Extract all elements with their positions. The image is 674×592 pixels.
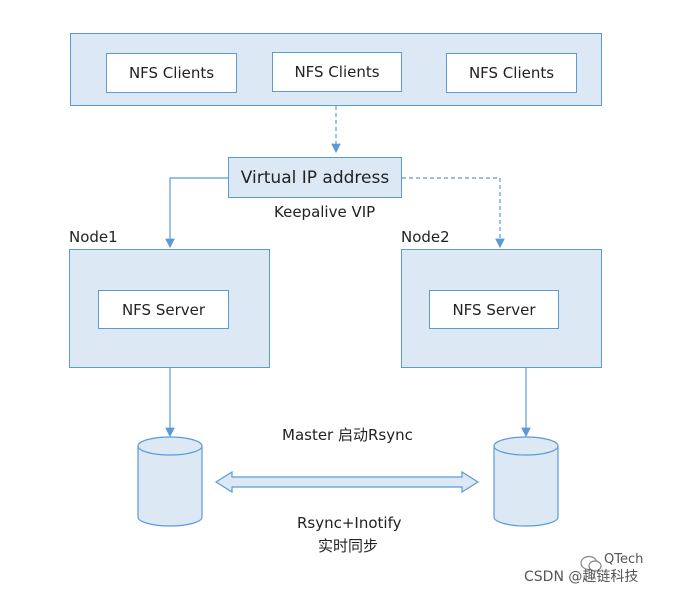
nfs-client-box-1: NFS Clients — [106, 53, 237, 93]
vip-caption: Keepalive VIP — [274, 203, 376, 221]
watermark-text: CSDN @趣链科技 — [524, 569, 639, 585]
storage-cylinder-2 — [493, 436, 559, 527]
nfs-client-box-2: NFS Clients — [272, 52, 402, 92]
storage-cylinder-1 — [137, 436, 203, 527]
virtual-ip-box: Virtual IP address — [228, 157, 402, 198]
node2-title: Node2 — [401, 228, 450, 246]
sync-double-arrow — [214, 470, 480, 494]
watermark-logo-text: QTech — [604, 552, 644, 567]
vip-to-node2-arrow — [402, 177, 505, 249]
node2-box: NFS Server — [401, 249, 602, 368]
sync-bottom-label-2: 实时同步 — [318, 537, 379, 555]
node2-nfs-server: NFS Server — [429, 290, 559, 329]
wechat-logo-icon — [580, 555, 602, 572]
nfs-client-box-3: NFS Clients — [446, 53, 577, 93]
node1-nfs-server: NFS Server — [98, 290, 229, 329]
vip-to-node1-arrow — [165, 177, 228, 249]
sync-top-label: Master 启动Rsync — [282, 426, 413, 444]
node1-box: NFS Server — [69, 249, 270, 368]
node1-title: Node1 — [69, 228, 118, 246]
sync-bottom-label-1: Rsync+Inotify — [297, 514, 402, 532]
clients-group: NFS Clients NFS Clients NFS Clients — [70, 33, 602, 106]
